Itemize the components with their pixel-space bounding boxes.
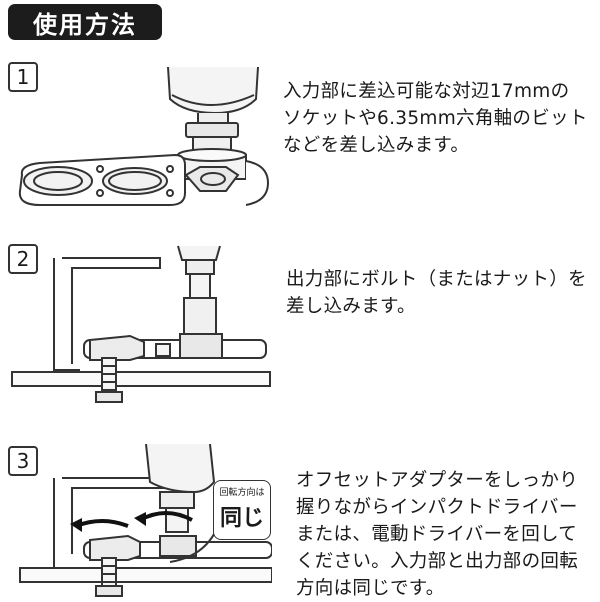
step-1-number: 1 [8, 62, 38, 92]
step-1-text: 入力部に差込可能な対辺17mmの ソケットや6.35mm六角軸のビット などを差… [283, 81, 588, 156]
step-2-number: 2 [8, 244, 38, 274]
callout-label: 同じ [219, 506, 264, 531]
rotation-callout: 回転方向は 同じ [213, 480, 271, 540]
section-title: 使用方法 [8, 4, 162, 40]
step-1-illustration [18, 66, 270, 206]
step-2-illustration [11, 245, 271, 403]
callout-caption: 回転方向は [219, 488, 265, 498]
step-2-text: 出力部にボルト（またはナット）を 差し込みます。 [286, 269, 587, 317]
step-3-text: オフセットアダプターをしっかり 握りながらインパクトドライバー または、電動ドラ… [296, 470, 579, 599]
step-3-number: 3 [8, 446, 38, 476]
step-3-illustration [19, 444, 272, 597]
